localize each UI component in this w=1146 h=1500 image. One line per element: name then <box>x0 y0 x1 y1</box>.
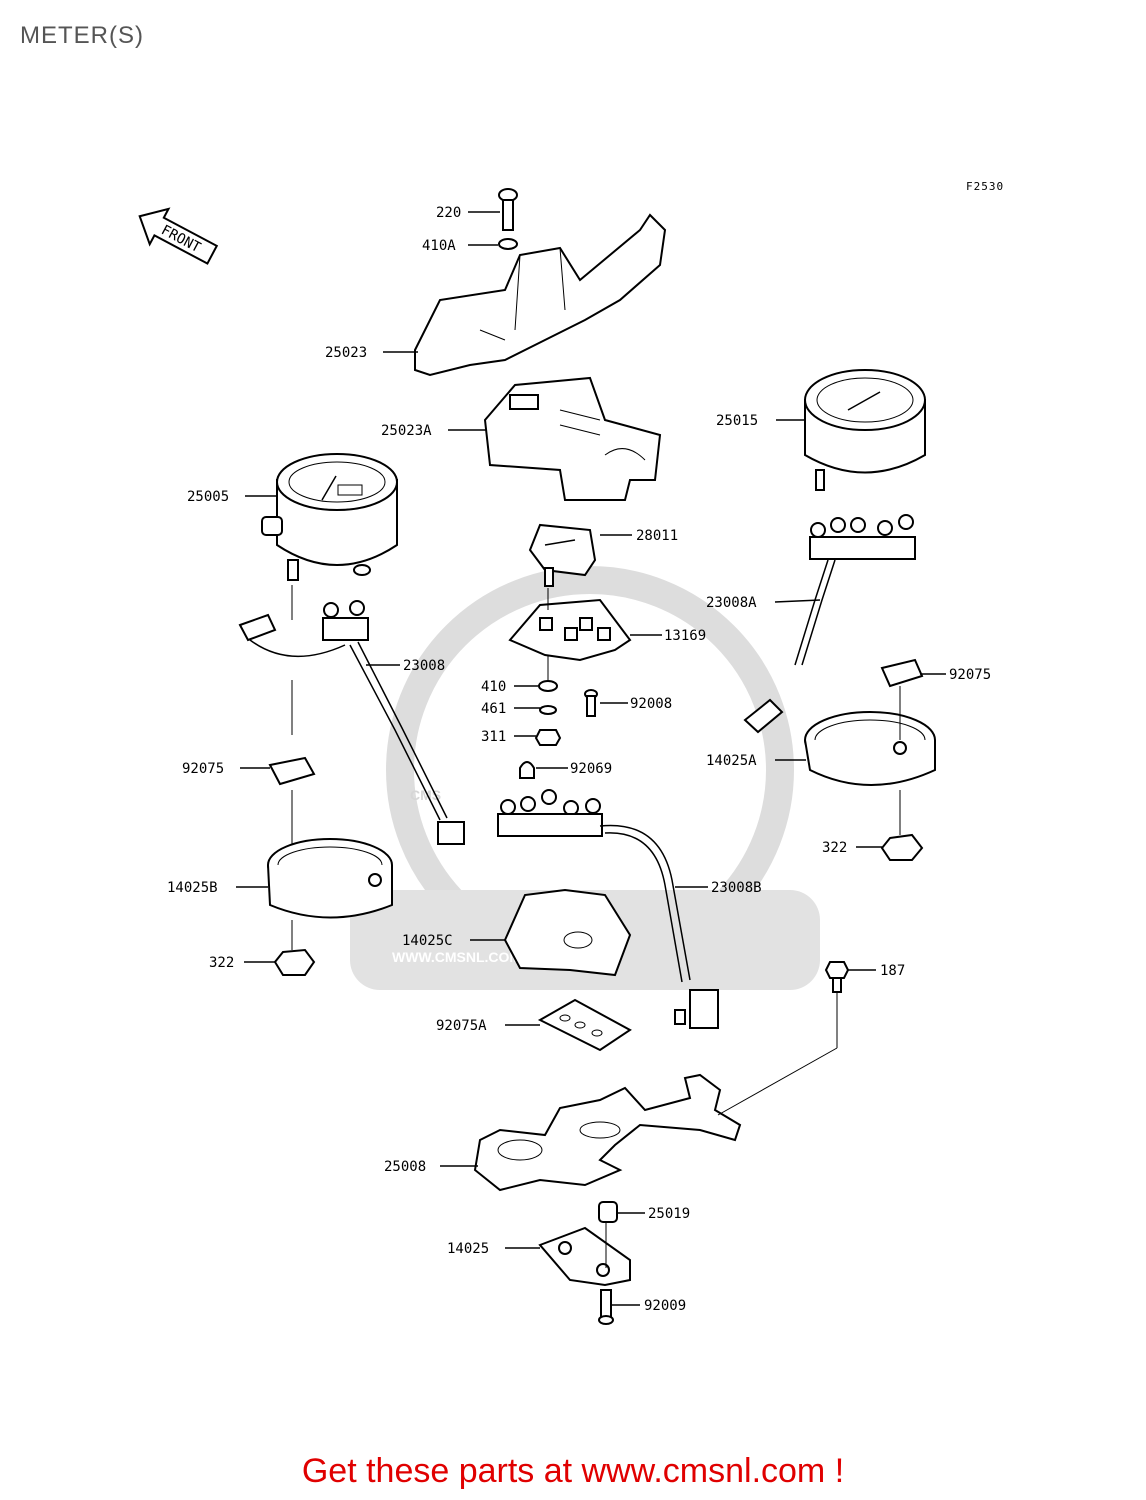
part-322-nut-left <box>273 948 316 976</box>
part-25008-bracket <box>473 1073 742 1192</box>
part-23008b-harness <box>497 789 719 1029</box>
label-25023a: 25023A <box>381 423 432 439</box>
part-25005-meter <box>261 453 398 581</box>
label-23008a: 23008A <box>706 595 757 611</box>
part-220-screw <box>498 188 518 231</box>
label-23008b: 23008B <box>711 880 762 896</box>
label-322-right: 322 <box>822 840 847 856</box>
label-311: 311 <box>481 729 506 745</box>
label-92069: 92069 <box>570 761 612 777</box>
parts-diagram: CMS WWW.CMSNL.COM FRONT <box>138 188 991 1325</box>
label-461: 461 <box>481 701 506 717</box>
label-25005: 25005 <box>187 489 229 505</box>
label-92009: 92009 <box>644 1298 686 1314</box>
watermark-logo: CMS <box>410 787 441 803</box>
part-92009-screw <box>598 1289 614 1325</box>
page-title: METER(S) <box>20 22 144 49</box>
socket-group-13169 <box>539 617 611 641</box>
part-23008a-harness <box>743 514 916 734</box>
label-28011: 28011 <box>636 528 678 544</box>
label-92008: 92008 <box>630 696 672 712</box>
label-92075a: 92075A <box>436 1018 487 1034</box>
part-14025a-ring <box>804 711 936 786</box>
label-25015: 25015 <box>716 413 758 429</box>
label-25008: 25008 <box>384 1159 426 1175</box>
part-23008-harness <box>238 600 465 845</box>
part-14025c-bracket <box>503 888 632 977</box>
part-28011-gauge <box>528 523 597 587</box>
part-410-washer <box>538 680 558 692</box>
label-322-left: 322 <box>209 955 234 971</box>
part-92008-screw <box>584 689 598 717</box>
part-410a-washer <box>498 238 518 250</box>
part-92075-cushion-right <box>880 658 924 688</box>
leader-lines <box>236 211 946 1306</box>
label-23008: 23008 <box>403 658 445 674</box>
part-25019-grommet <box>598 1201 618 1223</box>
watermark-text: WWW.CMSNL.COM <box>392 949 521 965</box>
label-220: 220 <box>436 205 461 221</box>
part-92075a-pad <box>537 998 632 1052</box>
label-14025: 14025 <box>447 1241 489 1257</box>
part-92069-bulb <box>519 761 535 779</box>
label-14025b: 14025B <box>167 880 218 896</box>
label-410a: 410A <box>422 238 456 254</box>
footer-link-text[interactable]: Get these parts at www.cmsnl.com ! <box>301 1452 845 1490</box>
part-187-bolt <box>824 961 850 993</box>
label-13169: 13169 <box>664 628 706 644</box>
part-461-washer <box>539 705 557 715</box>
label-14025a: 14025A <box>706 753 757 769</box>
label-92075-left: 92075 <box>182 761 224 777</box>
label-25023: 25023 <box>325 345 367 361</box>
label-187: 187 <box>880 963 905 979</box>
part-14025b-ring <box>267 838 393 919</box>
label-14025c: 14025C <box>402 933 453 949</box>
part-322-nut-right <box>880 833 924 861</box>
label-92075-right: 92075 <box>949 667 991 683</box>
part-25015-meter <box>804 369 926 491</box>
part-14025-plate <box>538 1226 631 1287</box>
part-311-nut <box>534 729 562 746</box>
part-25023-cover <box>414 213 667 377</box>
label-410: 410 <box>481 679 506 695</box>
label-25019: 25019 <box>648 1206 690 1222</box>
figure-code: F2530 <box>966 180 1005 193</box>
part-92075-cushion-left <box>268 756 316 786</box>
front-arrow-icon: FRONT <box>138 207 219 265</box>
